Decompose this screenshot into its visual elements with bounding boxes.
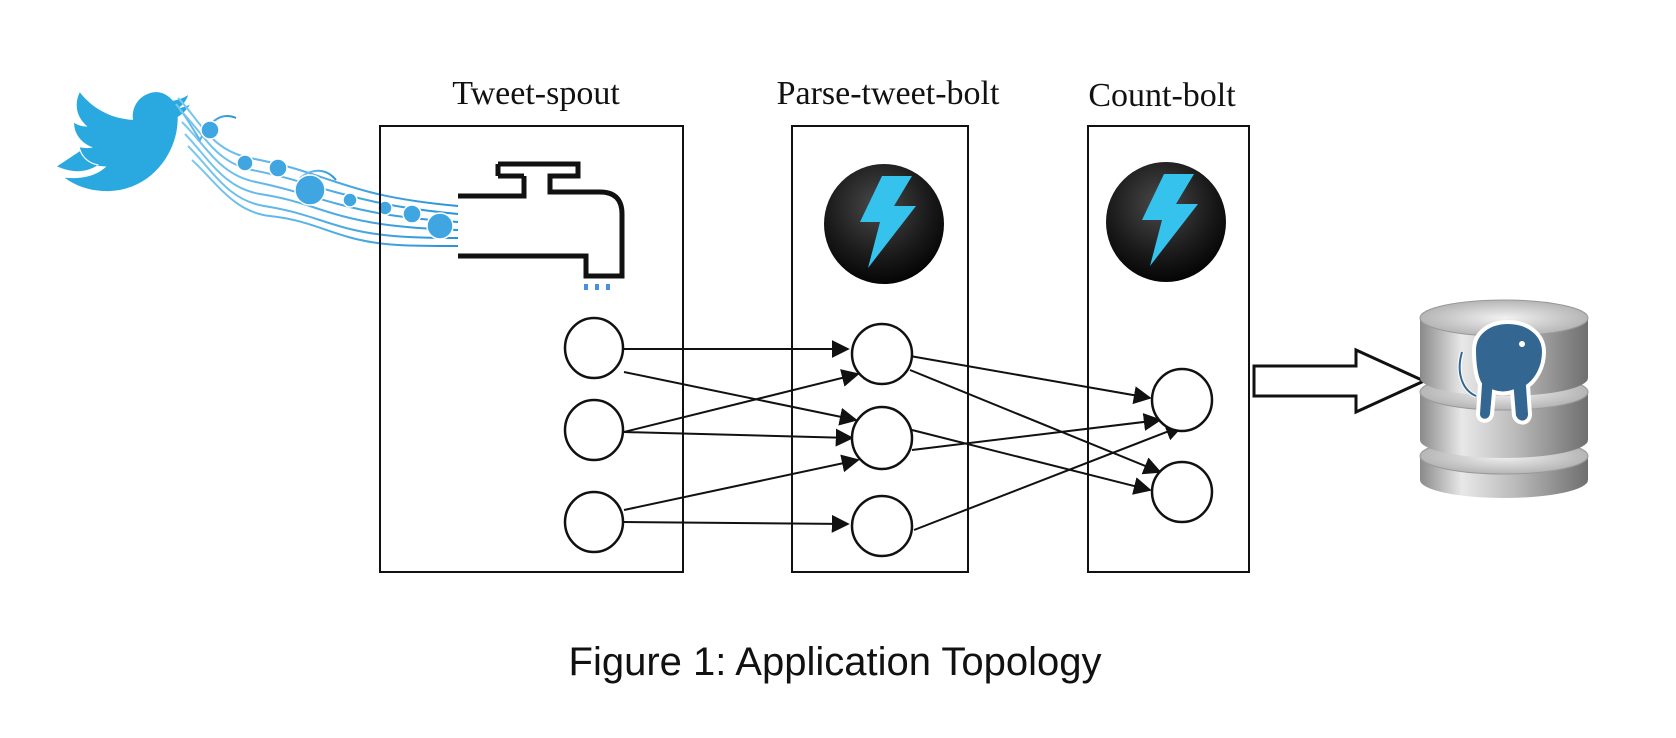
tweet-stream-icon [175, 97, 459, 247]
stream-edges [623, 340, 1184, 533]
tweet-spout-tasks [563, 316, 625, 554]
spout-task-node [563, 490, 625, 554]
postgres-elephant-icon [1457, 319, 1547, 425]
lightning-bolt-icon [824, 164, 944, 284]
count-bolt-box [1087, 125, 1250, 573]
faucet-icon [458, 161, 625, 290]
parse-tweet-bolt-tasks [850, 322, 914, 558]
count-bolt-label: Count-bolt [1088, 77, 1236, 114]
tweet-spout-label: Tweet-spout [452, 75, 620, 112]
spout-task-node [563, 398, 625, 462]
parse-task-node [850, 405, 914, 471]
figure-caption: Figure 1: Application Topology [569, 640, 1102, 684]
lightning-bolt-icon [1106, 162, 1226, 282]
output-arrow [1252, 347, 1428, 415]
postgresql-database-icon [1419, 299, 1589, 498]
count-bolt-tasks [1150, 367, 1214, 524]
parse-task-node [850, 322, 914, 386]
count-task-node [1150, 367, 1214, 433]
count-task-node [1150, 460, 1214, 524]
spout-task-node [563, 316, 625, 380]
parse-task-node [850, 494, 914, 558]
twitter-bird-icon [57, 92, 191, 192]
parse-tweet-bolt-label: Parse-tweet-bolt [777, 75, 1000, 112]
